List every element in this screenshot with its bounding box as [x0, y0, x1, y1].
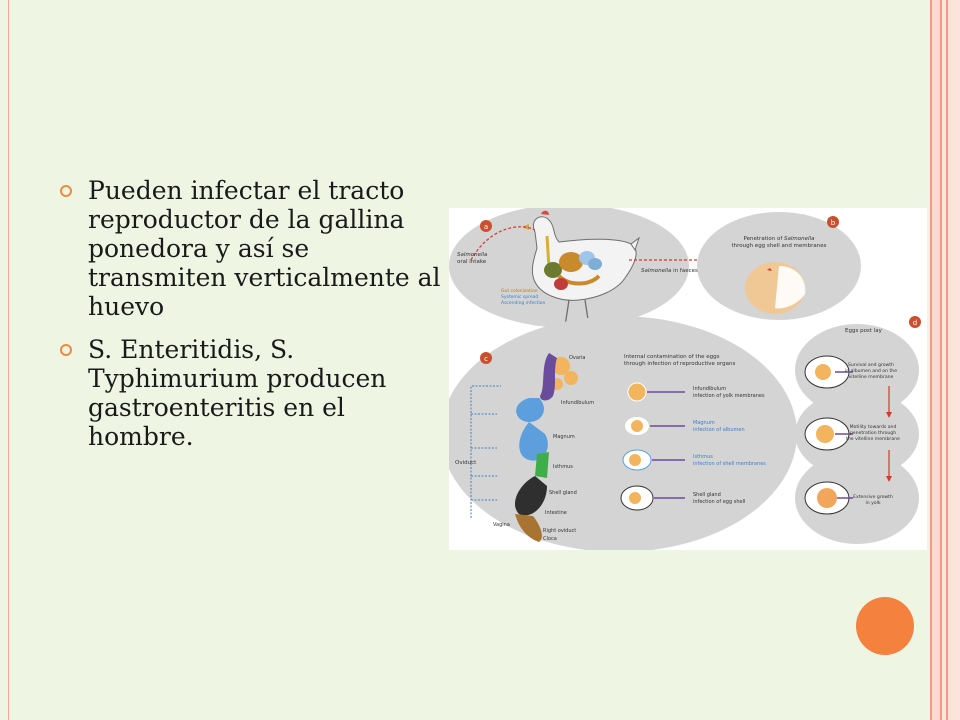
legend-ascending-infection: Ascending infection: [501, 300, 545, 306]
panel-b-badge: b: [831, 219, 836, 227]
panel-d-badge-icon: [909, 316, 921, 328]
penetration-label-2: through egg shell and membranes: [731, 243, 826, 249]
panel-b-badge-icon: [827, 216, 839, 228]
right-border-stripe: [942, 0, 946, 720]
left-border-line: [8, 0, 9, 720]
svg-text:Isthmus: Isthmus: [693, 454, 713, 460]
panel-c-badge-icon: [480, 352, 492, 364]
panel-d-eggs-post-lay: d Eggs post lay Survival and growth in a…: [795, 316, 921, 544]
svg-text:penetration through: penetration through: [850, 430, 896, 436]
svg-text:infection of shell membranes: infection of shell membranes: [693, 461, 766, 467]
oviduct-label: Oviduct: [455, 460, 477, 466]
legend-systemic-spread: Systemic spread: [501, 294, 538, 300]
organ-intestine: Intestine: [545, 510, 567, 516]
internal-contamination-heading: Internal contamination of the eggs: [624, 354, 720, 360]
svg-text:infection of albumen: infection of albumen: [693, 427, 745, 433]
right-border-stripe: [932, 0, 940, 720]
right-border-stripe: [940, 0, 942, 720]
panel-a-badge-icon: [480, 220, 492, 232]
organ-infundibulum: Infundibulum: [561, 400, 594, 406]
svg-text:infection of egg shell: infection of egg shell: [693, 499, 745, 505]
infection-stage-shell-gland: Shell gland infection of egg shell: [620, 485, 745, 511]
legend-gut-colonization: Gut colonization: [501, 288, 538, 294]
bullet-list: Pueden infectar el tracto reproductor de…: [58, 176, 448, 465]
svg-text:Motility towards and: Motility towards and: [850, 424, 897, 430]
intake-label-italic: Salmonella: [457, 252, 488, 258]
organ-isthmus: Isthmus: [553, 464, 573, 470]
svg-text:Shell gland: Shell gland: [693, 492, 721, 498]
right-border-stripe: [946, 0, 948, 720]
panel-c-reproductive-tract: c Internal contamination of the eggs thr…: [449, 316, 797, 550]
svg-text:infection of yolk membranes: infection of yolk membranes: [693, 393, 765, 399]
right-border-stripe: [930, 0, 932, 720]
svg-text:Survival and growth: Survival and growth: [848, 362, 894, 368]
eggs-post-lay-title: Eggs post lay: [845, 328, 883, 334]
decorative-orange-circle: [856, 597, 914, 655]
organ-right-oviduct: Right oviduct: [543, 528, 576, 534]
svg-text:the vitelline membrane: the vitelline membrane: [846, 436, 900, 442]
infection-stage-infundibulum: Infundibulum infection of yolk membranes: [627, 382, 765, 402]
infection-stage-magnum: Magnum infection of albumen: [625, 417, 745, 435]
bullet-item: Pueden infectar el tracto reproductor de…: [58, 176, 448, 321]
svg-text:Infundibulum: Infundibulum: [693, 386, 726, 392]
svg-text:Extensive growth: Extensive growth: [853, 494, 893, 500]
panel-b-egg: b Penetration of Salmonella through egg …: [697, 212, 861, 320]
bullet-circle-icon: [60, 185, 72, 197]
svg-text:vitelline membrane: vitelline membrane: [849, 374, 894, 380]
organ-magnum: Magnum: [553, 434, 575, 440]
penetration-label: Penetration of Salmonella: [744, 236, 816, 242]
panel-a-badge: a: [484, 223, 488, 231]
organ-vagina: Vagina: [493, 522, 510, 528]
svg-text:in albumen and on the: in albumen and on the: [845, 368, 897, 374]
panel-a-hen: a Salmonella oral intake Gut colonizatio…: [449, 208, 726, 328]
panel-c-badge: c: [484, 355, 488, 363]
organ-ovaria: Ovaria: [569, 355, 585, 361]
right-border-stripe: [948, 0, 960, 720]
post-lay-stage-1: Survival and growth in albumen and on th…: [804, 355, 897, 389]
post-lay-stage-3: Extensive growth in yolk: [804, 481, 893, 515]
bullet-item: S. Enteritidis, S. Typhimurium producen …: [58, 335, 448, 451]
salmonella-transmission-figure: a Salmonella oral intake Gut colonizatio…: [449, 208, 927, 550]
post-lay-stage-2: Motility towards and penetration through…: [804, 417, 900, 451]
panel-d-badge: d: [913, 319, 917, 327]
infection-stage-isthmus: Isthmus infection of shell membranes: [622, 449, 766, 471]
internal-contamination-heading-2: through infection of reproductive organs: [624, 361, 736, 367]
bullet-text: S. Enteritidis, S. Typhimurium producen …: [88, 335, 387, 451]
organ-cloca: Cloca: [543, 536, 557, 542]
intake-label: oral intake: [457, 259, 487, 265]
bullet-circle-icon: [60, 344, 72, 356]
svg-text:Magnum: Magnum: [693, 420, 715, 426]
svg-text:in yolk: in yolk: [865, 500, 880, 506]
organ-shell-gland: Shell gland: [549, 490, 577, 496]
bullet-text: Pueden infectar el tracto reproductor de…: [88, 176, 441, 321]
